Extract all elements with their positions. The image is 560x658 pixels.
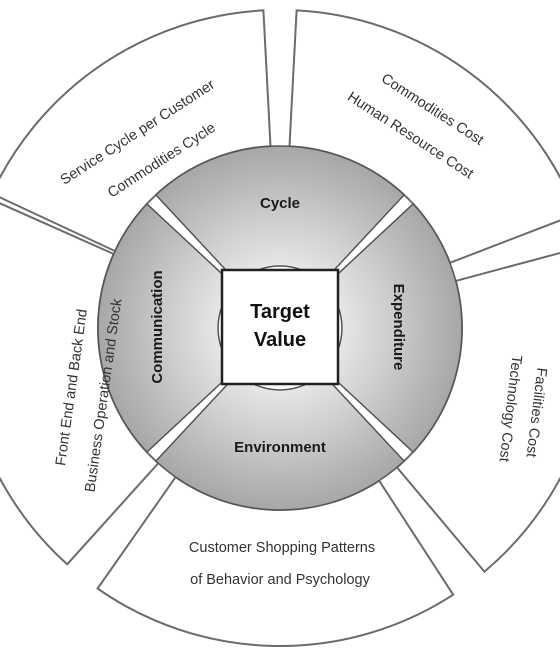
inner-label-communication: Communication <box>149 270 166 383</box>
inner-segment-cycle <box>154 145 406 284</box>
center-label-line1: Target <box>250 301 310 323</box>
inner-label-cycle: Cycle <box>260 195 300 212</box>
outer-label-bottom-1: Customer Shopping Patterns <box>189 540 375 556</box>
center-box <box>220 268 340 386</box>
center-label-line2: Value <box>254 329 306 351</box>
inner-segment-expenditure <box>324 202 463 454</box>
inner-segment-environment <box>154 372 406 511</box>
outer-ring <box>0 9 560 647</box>
inner-label-expenditure: Expenditure <box>390 284 407 371</box>
inner-label-environment: Environment <box>234 439 326 456</box>
outer-segment-top-left <box>0 9 272 253</box>
inner-ring <box>97 145 463 511</box>
inner-segment-communication <box>97 202 236 454</box>
outer-label-bottom-2: of Behavior and Psychology <box>190 572 370 588</box>
